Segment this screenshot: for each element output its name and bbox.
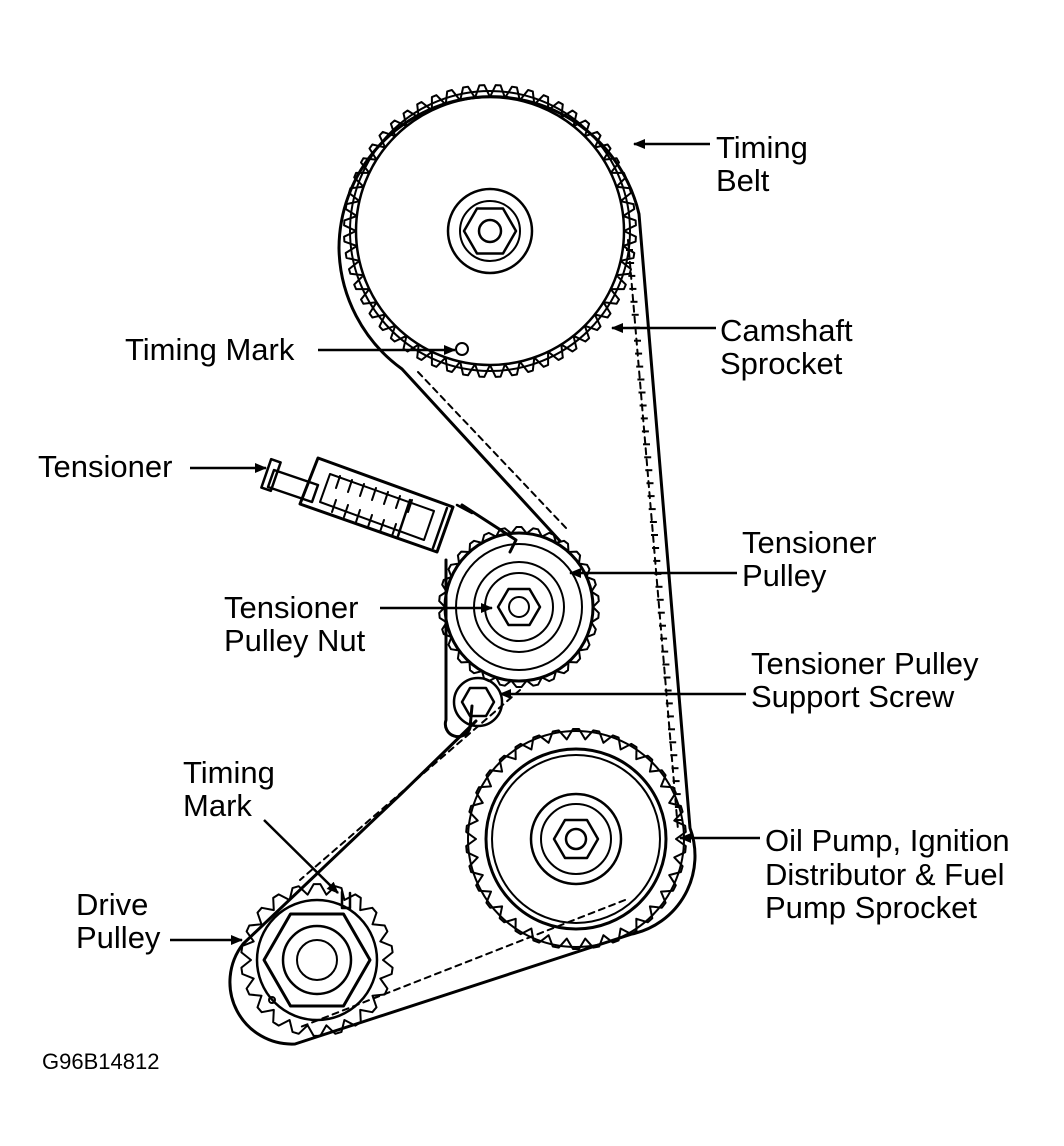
label-timing-mark-top: Timing Mark (125, 332, 295, 367)
timing-belt (228, 95, 697, 1046)
label-oil-pump-sprocket: Oil Pump, Ignition Distributor & Fuel Pu… (765, 823, 1018, 925)
oil-pump-sprocket (465, 728, 687, 950)
arrow-timing-mark-bottom (263, 819, 339, 894)
label-camshaft-sprocket: Camshaft Sprocket (720, 313, 861, 381)
tensioner-pulley-nut (496, 587, 542, 627)
label-tensioner: Tensioner (38, 449, 172, 484)
label-tensioner-pulley: Tensioner Pulley (742, 525, 885, 593)
label-timing-belt: Timing Belt (716, 130, 817, 198)
label-tensioner-pulley-nut: Tensioner Pulley Nut (224, 590, 367, 658)
leader-lines (170, 139, 760, 945)
callout-labels: Timing Belt Camshaft Sprocket Timing Mar… (38, 130, 1018, 1074)
drive-pulley-timing-mark (340, 890, 352, 910)
tensioner-support-screw (452, 676, 504, 728)
drive-pulley (240, 883, 394, 1037)
camshaft-timing-mark-dot (455, 342, 469, 356)
label-timing-mark-bottom: Timing Mark (183, 755, 284, 823)
camshaft-sprocket (343, 84, 637, 378)
label-support-screw: Tensioner Pulley Support Screw (751, 646, 987, 714)
figure-code: G96B14812 (42, 1049, 159, 1074)
label-drive-pulley: Drive Pulley (76, 887, 161, 955)
tensioner-assembly (260, 456, 518, 739)
